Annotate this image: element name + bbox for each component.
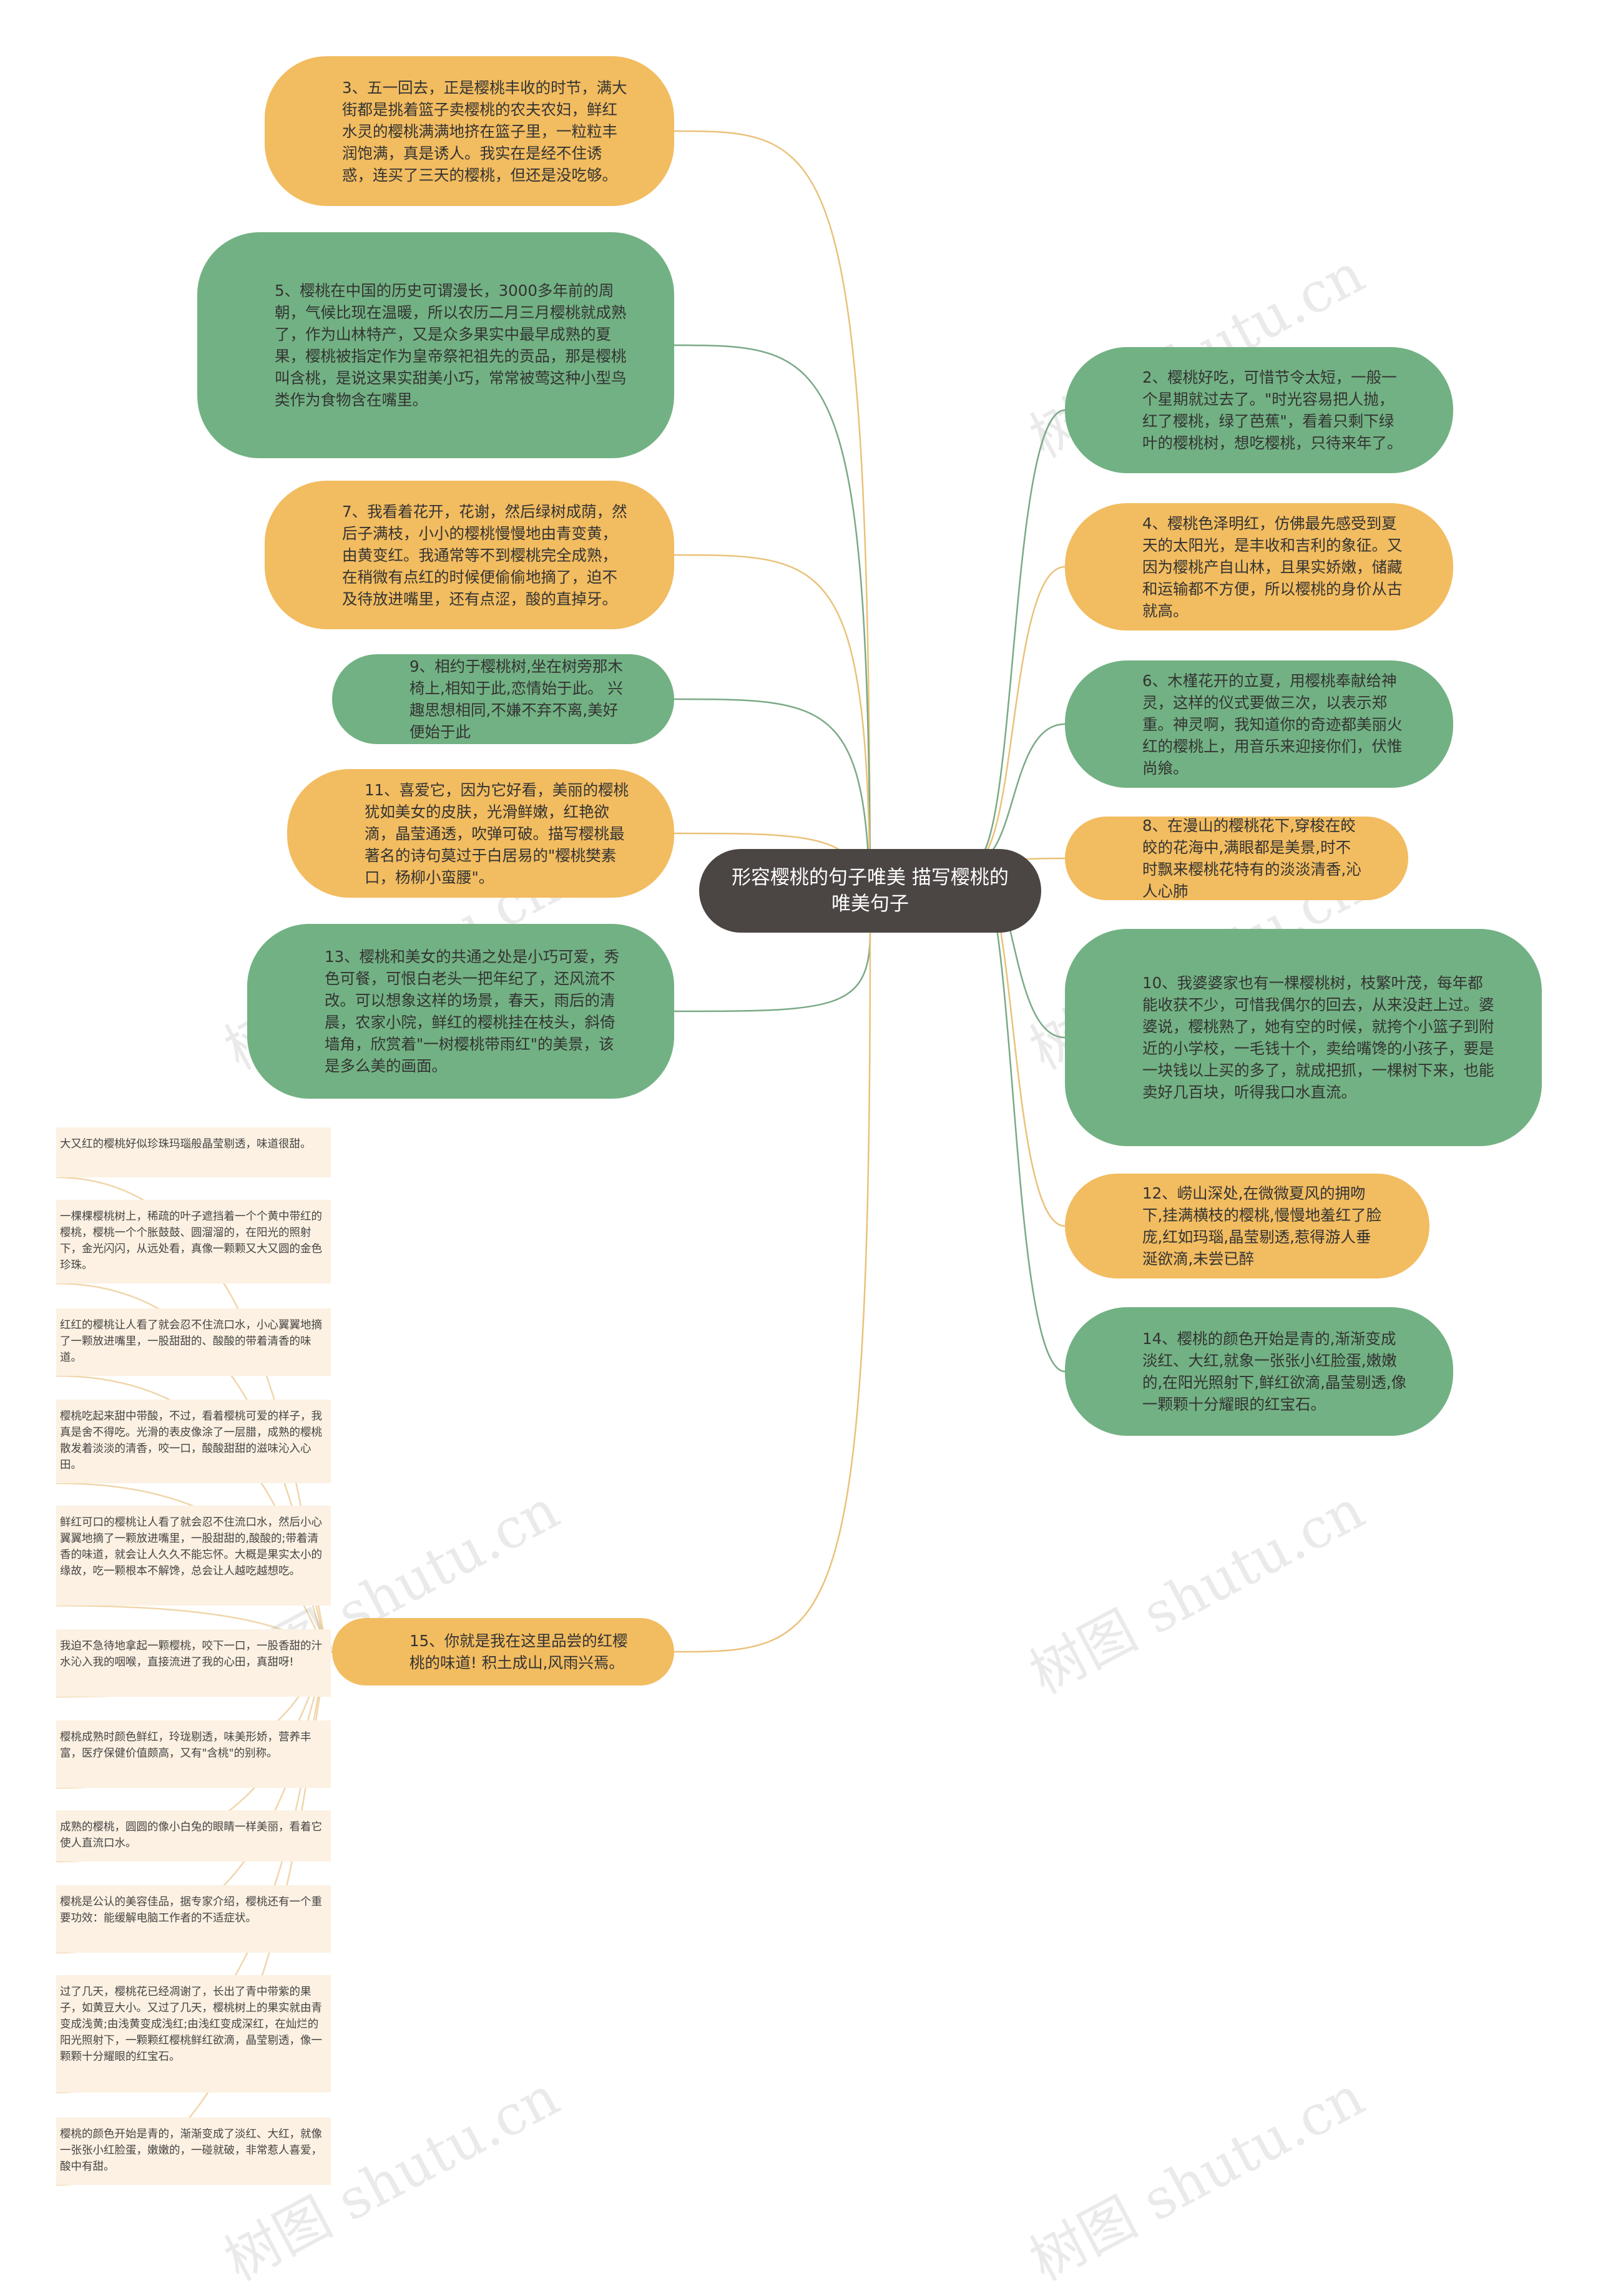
leaf-note[interactable]: 鲜红可口的樱桃让人看了就会忍不住流口水，然后小心翼翼地摘了一颗放进嘴里，一股甜甜… xyxy=(56,1506,331,1606)
topic-node-12[interactable]: 12、崂山深处,在微微夏风的拥吻下,挂满横枝的樱桃,慢慢地羞红了脸庞,红如玛瑙,… xyxy=(1065,1174,1429,1278)
topic-node-6[interactable]: 6、木槿花开的立夏，用樱桃奉献给神灵，这样的仪式要做三次，以表示郑重。神灵啊，我… xyxy=(1065,660,1453,788)
topic-node-14[interactable]: 14、樱桃的颜色开始是青的,渐渐变成淡红、大红,就象一张张小红脸蛋,嫩嫩的,在阳… xyxy=(1065,1307,1453,1436)
leaf-note[interactable]: 我迫不急待地拿起一颗樱桃，咬下一口，一股香甜的汁水沁入我的咽喉，直接流进了我的心… xyxy=(56,1629,331,1697)
topic-node-3[interactable]: 3、五一回去，正是樱桃丰收的时节，满大街都是挑着篮子卖樱桃的农夫农妇，鲜红水灵的… xyxy=(265,56,674,206)
topic-node-text: 8、在漫山的樱桃花下,穿梭在皎皎的花海中,满眼都是美景,时不时飘来樱桃花特有的淡… xyxy=(1142,817,1361,900)
topic-node-text: 12、崂山深处,在微微夏风的拥吻下,挂满横枝的樱桃,慢慢地羞红了脸庞,红如玛瑙,… xyxy=(1142,1184,1382,1268)
leaf-note[interactable]: 一棵棵樱桃树上，稀疏的叶子遮挡着一个个黄中带红的樱桃，樱桃一个个胀鼓鼓、圆溜溜的… xyxy=(56,1200,331,1283)
topic-node-text: 15、你就是我在这里品尝的红樱桃的味道! 积土成山,风雨兴焉。 xyxy=(409,1632,628,1672)
leaf-note[interactable]: 过了几天，樱桃花已经凋谢了，长出了青中带紫的果子，如黄豆大小。又过了几天，樱桃树… xyxy=(56,1975,331,2092)
topic-node-text: 14、樱桃的颜色开始是青的,渐渐变成淡红、大红,就象一张张小红脸蛋,嫩嫩的,在阳… xyxy=(1142,1330,1407,1413)
topic-node-text: 7、我看着花开，花谢，然后绿树成荫，然后子满枝，小小的樱桃慢慢地由青变黄，由黄变… xyxy=(342,502,627,608)
leaf-note[interactable]: 樱桃的颜色开始是青的，渐渐变成了淡红、大红，就像一张张小红脸蛋，嫩嫩的，一碰就破… xyxy=(56,2117,331,2185)
branch-connector xyxy=(973,723,1066,863)
branch-connector xyxy=(674,130,871,933)
topic-node-text: 13、樱桃和美女的共通之处是小巧可爱，秀色可餐，可恨白老头一把年纪了，还风流不改… xyxy=(325,948,620,1075)
topic-node-text: 3、五一回去，正是樱桃丰收的时节，满大街都是挑着篮子卖樱桃的农夫农妇，鲜红水灵的… xyxy=(342,78,627,184)
branch-connector xyxy=(973,566,1066,863)
topic-node-7[interactable]: 7、我看着花开，花谢，然后绿树成荫，然后子满枝，小小的樱桃慢慢地由青变黄，由黄变… xyxy=(265,481,674,629)
branch-connector xyxy=(674,932,871,1653)
topic-node-text: 5、樱桃在中国的历史可谓漫长，3000多年前的周朝，气候比现在温暖，所以农历二月… xyxy=(275,282,627,409)
branch-connector xyxy=(674,932,871,1013)
topic-node-9[interactable]: 9、相约于樱桃树,坐在树旁那木椅上,相知于此,恋情始于此。 兴趣思想相同,不嫌不… xyxy=(332,654,674,744)
topic-node-10[interactable]: 10、我婆婆家也有一棵樱桃树，枝繁叶茂，每年都能收获不少，可惜我偶尔的回去，从来… xyxy=(1065,929,1542,1146)
leaf-note[interactable]: 红红的樱桃让人看了就会忍不住流口水，小心翼翼地摘了一颗放进嘴里，一股甜甜的、酸酸… xyxy=(56,1308,331,1376)
topic-node-text: 9、相约于樱桃树,坐在树旁那木椅上,相知于此,恋情始于此。 兴趣思想相同,不嫌不… xyxy=(409,657,623,741)
topic-node-text: 11、喜爱它，因为它好看，美丽的樱桃犹如美女的皮肤，光滑鲜嫩，红艳欲滴，晶莹通透… xyxy=(365,780,629,886)
branch-connector xyxy=(973,860,1066,1373)
central-topic-label: 形容樱桃的句子唯美 描写樱桃的唯美句子 xyxy=(732,866,1009,915)
central-topic[interactable]: 形容樱桃的句子唯美 描写樱桃的唯美句子 xyxy=(699,849,1041,933)
branch-connector xyxy=(674,554,871,933)
topic-node-11[interactable]: 11、喜爱它，因为它好看，美丽的樱桃犹如美女的皮肤，光滑鲜嫩，红艳欲滴，晶莹通透… xyxy=(287,769,674,898)
topic-node-15[interactable]: 15、你就是我在这里品尝的红樱桃的味道! 积土成山,风雨兴焉。 xyxy=(332,1618,674,1685)
leaf-note[interactable]: 樱桃成熟时颜色鲜红，玲珑剔透，味美形娇，营养丰富，医疗保健价值颇高，又有"含桃"… xyxy=(56,1720,331,1788)
leaf-note[interactable]: 樱桃是公认的美容佳品，据专家介绍，樱桃还有一个重要功效：能缓解电脑工作者的不适症… xyxy=(56,1885,331,1953)
topic-node-text: 2、樱桃好吃，可惜节令太短，一般一个星期就过去了。"时光容易把人抛，红了樱桃，绿… xyxy=(1142,368,1403,452)
topic-node-8[interactable]: 8、在漫山的樱桃花下,穿梭在皎皎的花海中,满眼都是美景,时不时飘来樱桃花特有的淡… xyxy=(1065,817,1408,900)
topic-node-text: 6、木槿花开的立夏，用樱桃奉献给神灵，这样的仪式要做三次，以表示郑重。神灵啊，我… xyxy=(1142,671,1403,777)
topic-node-13[interactable]: 13、樱桃和美女的共通之处是小巧可爱，秀色可餐，可恨白老头一把年纪了，还风流不改… xyxy=(247,924,674,1099)
topic-node-text: 10、我婆婆家也有一棵樱桃树，枝繁叶茂，每年都能收获不少，可惜我偶尔的回去，从来… xyxy=(1142,974,1494,1101)
topic-node-text: 4、樱桃色泽明红，仿佛最先感受到夏天的太阳光，是丰收和吉利的象征。又因为樱桃产自… xyxy=(1142,514,1403,620)
topic-node-2[interactable]: 2、樱桃好吃，可惜节令太短，一般一个星期就过去了。"时光容易把人抛，红了樱桃，绿… xyxy=(1065,347,1453,473)
topic-node-5[interactable]: 5、樱桃在中国的历史可谓漫长，3000多年前的周朝，气候比现在温暖，所以农历二月… xyxy=(197,232,674,458)
leaf-note[interactable]: 樱桃吃起来甜中带酸，不过，看着樱桃可爱的样子，我真是舍不得吃。光滑的表皮像涂了一… xyxy=(56,1400,331,1483)
topic-node-4[interactable]: 4、樱桃色泽明红，仿佛最先感受到夏天的太阳光，是丰收和吉利的象征。又因为樱桃产自… xyxy=(1065,503,1453,630)
leaf-note[interactable]: 大又红的樱桃好似珍珠玛瑙般晶莹剔透，味道很甜。 xyxy=(56,1127,331,1177)
branch-connector xyxy=(674,344,871,933)
leaf-note[interactable]: 成熟的樱桃，圆圆的像小白兔的眼睛一样美丽，看着它使人直流口水。 xyxy=(56,1810,331,1862)
branch-connector xyxy=(973,409,1066,863)
branch-connector xyxy=(674,698,871,933)
